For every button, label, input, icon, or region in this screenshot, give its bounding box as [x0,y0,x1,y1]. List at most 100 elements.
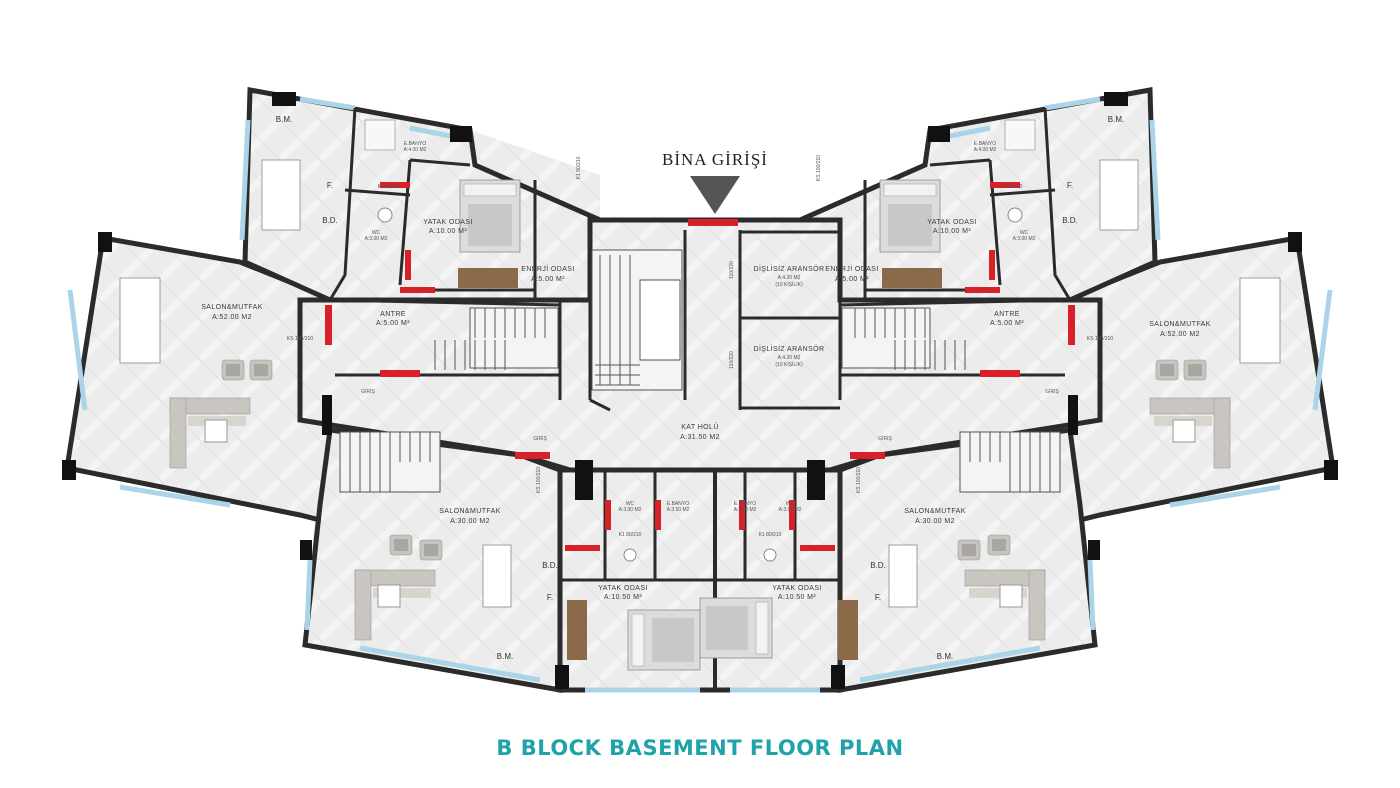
armchair-sw1 [389,534,413,556]
toilet-ne [1007,207,1023,223]
svg-text:A:30.00 M2: A:30.00 M2 [450,518,490,525]
columns [62,92,1338,689]
room-bm-nw: B.M. [276,115,292,124]
room-bm-sw: B.M. [497,652,513,661]
room-f-nw: F. [327,181,333,190]
svg-text:GİRİŞ: GİRİŞ [878,435,892,442]
svg-text:A:52.00 M2: A:52.00 M2 [1160,331,1200,338]
entry-markers: GİRİŞ GİRİŞ GİRİŞ GİRİŞ [361,388,1059,442]
svg-text:A:52.00 M2: A:52.00 M2 [212,314,252,321]
room-asansor-1: DİŞLİSİZ ARANSÖR [754,264,825,273]
dining-table-w [119,277,161,364]
svg-text:A:4.20 M2: A:4.20 M2 [778,275,801,281]
svg-text:K1 80/210: K1 80/210 [619,532,642,538]
staircases [339,249,1061,493]
svg-text:A:3.50 M2: A:3.50 M2 [734,507,757,513]
room-bm-ne: B.M. [1108,115,1124,124]
room-bd-nw: B.D. [322,216,338,225]
door-openings [325,182,1075,551]
room-wc-nw: WC [372,230,381,236]
entrance-arrow-icon [690,176,740,214]
kitchen-island-sw [482,544,512,608]
room-f-se: F. [875,593,881,602]
room-bm-se: B.M. [937,652,953,661]
svg-text:A:10.50 M²: A:10.50 M² [604,594,643,601]
room-asansor-2: DİŞLİSİZ ARANSÖR [754,344,825,353]
svg-text:KS 100/210: KS 100/210 [816,155,822,181]
svg-text:GİRİŞ: GİRİŞ [1045,388,1059,395]
svg-text:A:5.00 M²: A:5.00 M² [990,320,1024,327]
kitchen-island-ne [1099,159,1139,231]
room-bd-sw: B.D. [542,561,558,570]
plan-caption: B BLOCK BASEMENT FLOOR PLAN [496,736,904,760]
armchair-w2 [249,359,273,381]
room-wc-sr: WC [786,501,795,507]
bed-ne [879,179,941,253]
armchair-e1 [1155,359,1179,381]
room-yatak-sr: YATAK ODASI [772,585,822,592]
room-yatak-sl: YATAK ODASI [598,585,648,592]
svg-text:KS 100/210: KS 100/210 [536,467,542,493]
bed-nw [459,179,521,253]
svg-text:A:31.50 M2: A:31.50 M2 [680,434,720,441]
room-bd-ne: B.D. [1062,216,1078,225]
svg-text:110/220: 110/220 [729,351,735,369]
svg-text:A:5.00 M²: A:5.00 M² [531,276,565,283]
room-wc-ne: WC [1020,230,1029,236]
kitchen-island-se [888,544,918,608]
room-salon-w: SALON&MUTFAK [201,304,263,311]
shower-ne [1004,119,1036,151]
armchair-se2 [957,539,981,561]
coffee-table-e [1172,419,1196,443]
room-ebanyo-nw: E.BANYO [404,141,426,147]
room-kat-holu: KAT HOLÜ [681,423,719,431]
room-enerji-w: ENERJİ ODASI [521,264,574,273]
svg-text:(10 KİŞİLİK): (10 KİŞİLİK) [775,281,803,288]
svg-text:K1 80/210: K1 80/210 [1000,184,1023,190]
room-ebanyo-ne: E.BANYO [974,141,996,147]
room-salon-e: SALON&MUTFAK [1149,321,1211,328]
door-tags: K1 80/210 K1 80/210 KS 120/210 KS 120/21… [287,155,1113,538]
room-yatak-nw: YATAK ODASI [423,219,473,226]
armchair-e2 [1183,359,1207,381]
room-ebanyo-sr: E.BANYO [734,501,756,507]
svg-text:A:10.50 M²: A:10.50 M² [778,594,817,601]
svg-text:KS 100/210: KS 100/210 [856,467,862,493]
room-antre-e: ANTRE [994,311,1020,318]
svg-text:A:3.00 M2: A:3.00 M2 [619,507,642,513]
svg-text:K1 80/210: K1 80/210 [378,184,401,190]
svg-text:A:4.20 M2: A:4.20 M2 [778,355,801,361]
svg-text:A:30.00 M2: A:30.00 M2 [915,518,955,525]
coffee-table-sw [377,584,401,608]
svg-text:A:3.00 M2: A:3.00 M2 [1013,236,1036,242]
svg-text:110/220: 110/220 [729,261,735,279]
kitchen-island-nw [261,159,301,231]
room-ebanyo-sl: E.BANYO [667,501,689,507]
svg-text:K1 80/210: K1 80/210 [759,532,782,538]
svg-text:GİRİŞ: GİRİŞ [533,435,547,442]
svg-text:A:4.00 M2: A:4.00 M2 [974,147,997,153]
shower-nw [364,119,396,151]
armchair-se1 [987,534,1011,556]
svg-text:A:5.00 M²: A:5.00 M² [835,276,869,283]
furniture [119,119,1281,671]
toilet-nw [377,207,393,223]
room-enerji-e: ENERJİ ODASI [825,264,878,273]
svg-text:GİRİŞ: GİRİŞ [361,388,375,395]
interior-walls [328,107,1072,582]
room-yatak-ne: YATAK ODASI [927,219,977,226]
svg-text:A:5.00 M²: A:5.00 M² [376,320,410,327]
room-labels: B.M. E.BANYO A:4.00 M2 F. B.D. WC A:3.00… [201,115,1211,661]
armchair-sw2 [419,539,443,561]
wardrobe-sr [838,600,858,660]
coffee-table-w [204,419,228,443]
svg-text:(10 KİŞİLİK): (10 KİŞİLİK) [775,361,803,368]
svg-text:A:4.00 M2: A:4.00 M2 [404,147,427,153]
room-antre-w: ANTRE [380,311,406,318]
room-f-ne: F. [1067,181,1073,190]
svg-text:KS 120/210: KS 120/210 [1087,336,1113,342]
svg-text:KS 120/210: KS 120/210 [287,336,313,342]
svg-text:A:3.50 M2: A:3.50 M2 [667,507,690,513]
svg-text:A:10.00 M²: A:10.00 M² [429,228,468,235]
wardrobe-sl [567,600,587,660]
